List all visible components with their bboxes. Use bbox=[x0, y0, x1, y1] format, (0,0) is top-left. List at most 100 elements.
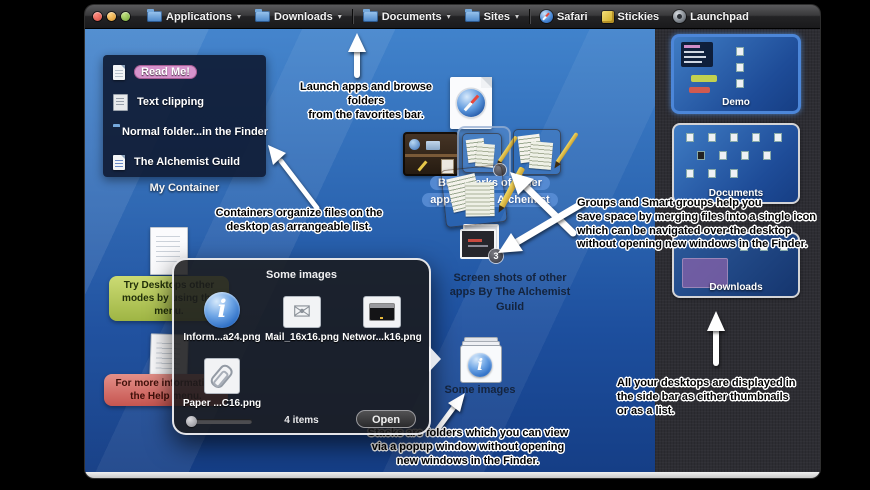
annotation-favorites-bar: Launch apps and browse folders from the … bbox=[299, 81, 433, 121]
container-item-normal-folder[interactable]: Normal folder...in the Finder bbox=[103, 119, 269, 145]
app-window: Applications ▾ Downloads ▾ Documents ▾ S… bbox=[85, 5, 820, 478]
mini-icon bbox=[730, 169, 738, 178]
favorites-item-sites[interactable]: Sites ▾ bbox=[458, 5, 526, 28]
folder-icon bbox=[464, 9, 480, 22]
mini-icon bbox=[686, 169, 694, 178]
zoom-button[interactable] bbox=[121, 12, 130, 21]
chevron-down-icon: ▾ bbox=[237, 12, 242, 21]
safari-compass-icon bbox=[457, 89, 485, 117]
document-icon bbox=[113, 64, 125, 80]
chevron-down-icon: ▾ bbox=[337, 12, 342, 21]
favorites-item-label: Sites bbox=[483, 10, 510, 23]
mini-container bbox=[681, 42, 713, 67]
stack-popup: Some images i Inform...a24.png ✉ Mail_16… bbox=[172, 258, 441, 435]
bookmarks-group-icon[interactable] bbox=[462, 133, 518, 176]
container-panel: Read Me! Text clipping Normal folder...i… bbox=[103, 55, 269, 177]
desktop-thumbnail-documents[interactable]: Documents bbox=[672, 123, 800, 204]
container-title: My Container bbox=[149, 182, 220, 194]
mini-icon bbox=[697, 151, 705, 160]
thumbnail-label: Downloads bbox=[709, 282, 763, 293]
mini-icon bbox=[780, 242, 788, 251]
divider bbox=[351, 9, 353, 24]
favorites-item-downloads[interactable]: Downloads ▾ bbox=[248, 5, 349, 28]
mini-pencil-icon bbox=[417, 160, 428, 172]
mini-icon bbox=[763, 151, 771, 160]
info-icon: i bbox=[204, 292, 240, 328]
mini-green-note bbox=[691, 75, 717, 82]
close-button[interactable] bbox=[93, 12, 102, 21]
favorites-item-safari[interactable]: Safari bbox=[533, 5, 595, 28]
web-document-icon[interactable] bbox=[450, 77, 492, 129]
folder-icon bbox=[362, 9, 378, 22]
document-icon bbox=[113, 154, 125, 170]
window-controls bbox=[93, 12, 130, 21]
popup-file-mail[interactable]: ✉ Mail_16x16.png bbox=[262, 288, 342, 343]
stickies-icon bbox=[601, 10, 614, 23]
mini-icon bbox=[760, 242, 768, 251]
mini-icon bbox=[741, 151, 749, 160]
favorites-item-documents[interactable]: Documents ▾ bbox=[356, 5, 458, 28]
container-item-text-clipping[interactable]: Text clipping bbox=[103, 89, 266, 115]
network-icon bbox=[363, 296, 401, 328]
info-icon: i bbox=[468, 353, 492, 377]
group-badge bbox=[494, 164, 506, 176]
desktop-thumbnail-downloads[interactable]: Downloads bbox=[672, 232, 800, 298]
file-name: Mail_16x16.png bbox=[265, 332, 339, 343]
mini-paper-icon bbox=[441, 159, 454, 174]
favorites-item-applications[interactable]: Applications ▾ bbox=[140, 5, 248, 28]
favorites-item-label: Applications bbox=[166, 10, 233, 23]
file-name: Inform...a24.png bbox=[183, 332, 261, 343]
stack-icon[interactable]: i bbox=[460, 337, 502, 383]
favorites-item-label: Documents bbox=[381, 10, 442, 23]
favorites-item-launchpad[interactable]: Launchpad bbox=[666, 5, 756, 28]
mini-window bbox=[682, 258, 728, 288]
mini-icon bbox=[730, 133, 738, 142]
annotation-containers: Containers organize files on the desktop… bbox=[215, 207, 383, 233]
container-item-label: Normal folder...in the Finder bbox=[122, 126, 269, 138]
favorites-item-label: Safari bbox=[556, 10, 588, 23]
open-button[interactable]: Open bbox=[356, 410, 416, 428]
popup-file-paperclip[interactable]: Paper ...C16.png bbox=[182, 354, 262, 409]
folder-icon bbox=[147, 9, 162, 22]
file-name: Networ...k16.png bbox=[342, 332, 422, 343]
annotation-stacks: Stacks are folders which you can view vi… bbox=[368, 427, 569, 467]
mini-icon bbox=[752, 133, 760, 142]
container-item-label: Text clipping bbox=[137, 96, 205, 108]
item-count: 4 items bbox=[284, 415, 319, 426]
container-item-readme[interactable]: Read Me! bbox=[103, 59, 266, 85]
slider-knob[interactable] bbox=[186, 416, 197, 427]
container-item-alchemist-guild[interactable]: The Alchemist Guild bbox=[103, 149, 266, 175]
notepad-group-icon-front[interactable] bbox=[440, 164, 525, 228]
shelf-board bbox=[405, 154, 457, 157]
annotation-desktops: All your desktops are displayed in the s… bbox=[617, 377, 796, 417]
divider bbox=[528, 9, 530, 24]
container-item-label: Read Me! bbox=[134, 65, 197, 79]
safari-icon bbox=[539, 10, 553, 23]
favorites-item-label: Downloads bbox=[274, 10, 333, 23]
globe-icon bbox=[409, 139, 420, 150]
mini-icon bbox=[708, 133, 716, 142]
favorites-bar: Applications ▾ Downloads ▾ Documents ▾ S… bbox=[85, 5, 820, 29]
pixel-bar bbox=[468, 245, 488, 247]
annotation-groups: Groups and Smart groups help you save sp… bbox=[577, 197, 817, 251]
paper-icon bbox=[465, 182, 495, 217]
count-badge: 3 bbox=[489, 249, 503, 263]
minimize-button[interactable] bbox=[107, 12, 116, 21]
favorites-item-stickies[interactable]: Stickies bbox=[595, 5, 667, 28]
mail-icon: ✉ bbox=[283, 296, 321, 328]
page-fold-icon bbox=[481, 77, 492, 88]
popup-file-network[interactable]: Networ...k16.png bbox=[342, 288, 422, 343]
mini-icon bbox=[708, 169, 716, 178]
icon-size-slider[interactable] bbox=[186, 416, 252, 427]
chevron-down-icon: ▾ bbox=[446, 12, 451, 21]
paperclip-icon bbox=[204, 358, 240, 394]
popup-file-information[interactable]: i Inform...a24.png bbox=[182, 288, 262, 343]
mini-icon bbox=[740, 242, 748, 251]
launchpad-icon bbox=[673, 10, 687, 23]
desktop-thumbnail-demo[interactable]: Demo bbox=[671, 34, 801, 114]
chevron-down-icon: ▾ bbox=[514, 12, 519, 21]
mini-icon bbox=[774, 133, 782, 142]
window-bottom-edge bbox=[85, 472, 820, 478]
shelf-group-icon[interactable] bbox=[403, 132, 459, 176]
screenshots-group-icon[interactable]: 3 bbox=[460, 224, 503, 263]
